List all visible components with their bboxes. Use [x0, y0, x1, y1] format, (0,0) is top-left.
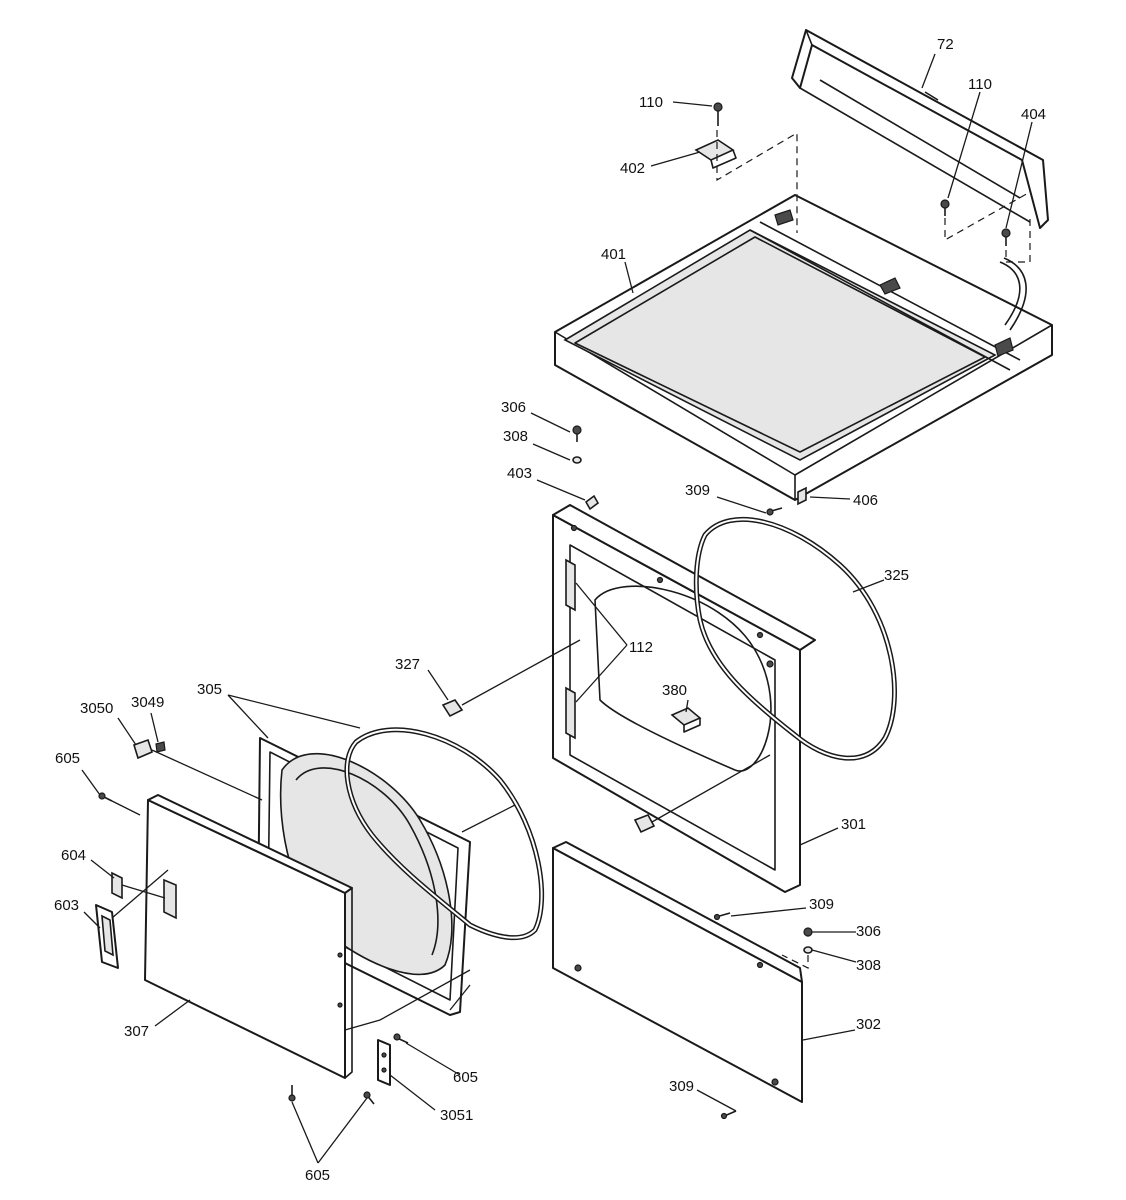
callout-305: 305 [197, 681, 222, 698]
callout-605c: 605 [305, 1167, 330, 1184]
callout-301: 301 [841, 816, 866, 833]
screw-309a-icon [766, 507, 783, 516]
callout-110a: 110 [639, 94, 663, 111]
outer-door-307 [144, 794, 353, 1079]
cabinet-top-401 [554, 194, 1053, 501]
drum-seal-325 [693, 517, 897, 761]
callout-605b: 605 [453, 1069, 478, 1086]
callout-308b: 308 [856, 957, 881, 974]
rear-panel-72 [791, 29, 1049, 229]
screw-306b-icon [803, 927, 813, 937]
callout-3049: 3049 [131, 694, 164, 711]
front-frame-301 [552, 504, 816, 893]
callout-380: 380 [662, 682, 687, 699]
hinge-3051-icon [377, 1039, 391, 1086]
screw-110a-icon [713, 102, 723, 126]
callout-302: 302 [856, 1016, 881, 1033]
callout-327: 327 [395, 656, 420, 673]
switch-380-icon [670, 707, 702, 733]
screw-605c-icon [288, 1085, 296, 1102]
screw-404-icon [1001, 228, 1011, 246]
callout-325: 325 [884, 567, 909, 584]
callout-3050: 3050 [80, 700, 113, 717]
callout-308a: 308 [503, 428, 528, 445]
bumper-lower-icon [633, 814, 656, 834]
callout-406: 406 [853, 492, 878, 509]
bracket-402 [694, 139, 737, 169]
washer-308b-icon [803, 946, 813, 954]
callout-604: 604 [61, 847, 86, 864]
callout-401: 401 [601, 246, 626, 263]
screw-306a-icon [572, 425, 582, 442]
callout-403: 403 [507, 465, 532, 482]
callout-309a: 309 [685, 482, 710, 499]
callout-110b: 110 [968, 76, 992, 93]
callout-leaders [81, 53, 1033, 1164]
callout-112: 112 [629, 639, 653, 656]
callout-72: 72 [937, 36, 954, 53]
callout-labels: 72 110 110 404 402 401 306 308 403 309 4… [54, 36, 1046, 1184]
callout-309c: 309 [669, 1078, 694, 1095]
callout-306b: 306 [856, 923, 881, 940]
screw-110b-icon [940, 199, 950, 216]
handle-insert-604-icon [111, 871, 123, 900]
hinge-3050-icon [133, 738, 153, 760]
callout-603: 603 [54, 897, 79, 914]
handle-603-icon [95, 904, 119, 969]
clip-403-icon [584, 494, 600, 511]
door-gasket-305 [344, 727, 545, 941]
callout-306a: 306 [501, 399, 526, 416]
callout-307: 307 [124, 1023, 149, 1040]
callout-3051: 3051 [440, 1107, 473, 1124]
pin-3049-icon [155, 741, 166, 753]
washer-308a-icon [572, 456, 582, 464]
callout-309b: 309 [809, 896, 834, 913]
callout-605a: 605 [55, 750, 80, 767]
screw-309b-icon [713, 912, 731, 921]
screw-309c-icon [720, 1110, 737, 1120]
bumper-327-icon [441, 699, 464, 718]
screw-605d-icon [363, 1091, 375, 1105]
bracket-406-icon [797, 486, 807, 506]
callout-402: 402 [620, 160, 645, 177]
kick-panel-302 [552, 841, 803, 1103]
screw-605a-icon [98, 792, 113, 802]
callout-404: 404 [1021, 106, 1046, 123]
screw-605b-icon [393, 1033, 409, 1044]
